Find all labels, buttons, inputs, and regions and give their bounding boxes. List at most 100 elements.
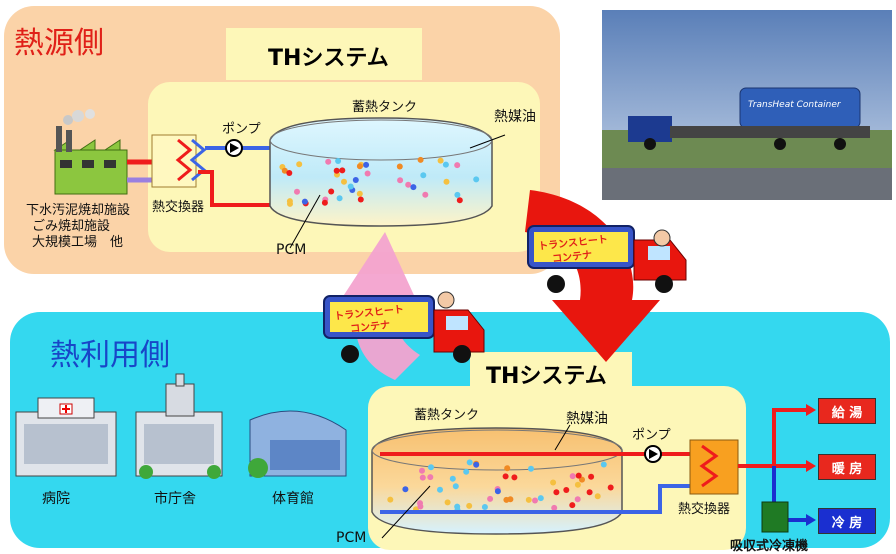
pcm-particle xyxy=(487,495,494,502)
pcm-particle xyxy=(357,196,364,203)
pcm-particle xyxy=(325,158,332,165)
pcm-particle xyxy=(341,178,347,185)
pcm-particle xyxy=(607,484,614,491)
building-label-hospital: 病院 xyxy=(42,491,70,507)
pcm-particle xyxy=(427,474,434,481)
pcm-particle xyxy=(594,493,601,500)
pcm-particle xyxy=(494,488,501,495)
source-pcm-label: PCM xyxy=(276,242,307,258)
user-system-title: THシステム xyxy=(486,364,607,389)
output-hot-water-label: 給 湯 xyxy=(831,405,863,421)
pcm-particle xyxy=(428,464,434,471)
pcm-particle xyxy=(281,167,288,174)
output-hot-water: 給 湯 xyxy=(818,398,876,424)
pcm-particle xyxy=(321,199,328,206)
pcm-particle xyxy=(402,486,409,493)
pcm-particle xyxy=(473,176,480,183)
user-heading: 熱利用側 xyxy=(50,338,170,373)
output-cooling: 冷 房 xyxy=(818,508,876,534)
source-hx-label: 熱交換器 xyxy=(152,200,205,215)
output-heating: 暖 房 xyxy=(818,454,876,480)
pcm-particle xyxy=(294,188,300,195)
pcm-particle xyxy=(443,178,450,185)
pcm-particle xyxy=(419,467,425,474)
user-tank-label: 蓄熱タンク xyxy=(414,408,480,423)
pcm-particle xyxy=(537,495,544,502)
pcm-particle xyxy=(419,474,426,481)
source-system-title-box xyxy=(226,28,422,80)
pcm-particle xyxy=(586,489,593,496)
building-label-city-hall: 市庁舎 xyxy=(154,491,196,507)
pcm-particle xyxy=(463,468,470,475)
pcm-particle xyxy=(449,475,456,482)
pcm-particle xyxy=(387,496,394,503)
pcm-particle xyxy=(296,161,303,168)
pcm-particle xyxy=(405,181,412,188)
pcm-particle xyxy=(410,184,417,191)
truck-photo xyxy=(602,10,892,200)
user-pcm-particles xyxy=(387,459,614,513)
pcm-particle xyxy=(569,473,576,480)
pcm-particle xyxy=(507,496,514,503)
pcm-particle xyxy=(456,197,463,204)
output-cooling-label: 冷 房 xyxy=(831,515,863,531)
user-pcm-label: PCM xyxy=(336,530,367,546)
pcm-particle xyxy=(502,473,509,480)
user-hx-icon xyxy=(689,439,739,495)
pcm-particle xyxy=(550,479,557,486)
pcm-particle xyxy=(347,183,354,190)
facility-line-1: 下水汚泥焼却施設 xyxy=(26,203,131,218)
photo-container-text: TransHeat Container xyxy=(748,100,841,110)
pcm-particle xyxy=(466,502,473,509)
pcm-particle xyxy=(420,172,427,179)
pcm-particle xyxy=(286,170,293,176)
source-oil-label: 熱媒油 xyxy=(494,109,536,125)
pcm-particle xyxy=(356,190,363,197)
chiller-icon xyxy=(761,501,789,533)
pcm-particle xyxy=(442,161,449,168)
pcm-particle xyxy=(339,167,346,174)
pcm-particle xyxy=(397,177,404,184)
source-heading: 熱源側 xyxy=(14,26,104,61)
pcm-particle xyxy=(511,474,518,481)
pcm-particle xyxy=(286,198,293,205)
pcm-particle xyxy=(333,167,340,174)
pcm-particle xyxy=(417,503,424,510)
pcm-particle xyxy=(466,459,473,466)
pcm-particle xyxy=(417,156,424,163)
pcm-particle xyxy=(396,163,403,170)
pcm-particle xyxy=(563,487,570,493)
pcm-particle xyxy=(437,486,443,493)
pcm-particle xyxy=(335,158,342,164)
pcm-particle xyxy=(532,497,538,504)
hospital-icon xyxy=(15,397,117,477)
pcm-particle xyxy=(473,461,480,468)
building-label-gym: 体育館 xyxy=(272,491,314,507)
pcm-particle xyxy=(364,170,371,177)
facility-line-2: ごみ焼却施設 xyxy=(32,219,111,234)
pcm-particle xyxy=(422,191,429,198)
pcm-particle xyxy=(452,483,459,490)
user-hx-label: 熱交換器 xyxy=(678,502,731,517)
pcm-particle xyxy=(553,489,560,496)
pcm-particle xyxy=(504,465,511,472)
pcm-particle xyxy=(454,191,461,198)
pcm-particle xyxy=(569,502,576,509)
user-oil-label: 熱媒油 xyxy=(566,411,608,427)
pcm-particle xyxy=(588,473,595,480)
facility-line-3: 大規模工場 他 xyxy=(32,235,124,250)
chiller-label: 吸収式冷凍機 xyxy=(730,539,809,554)
city-hall-icon xyxy=(135,373,223,479)
pcm-particle xyxy=(444,499,451,506)
pcm-particle xyxy=(301,198,308,205)
pcm-particle xyxy=(551,504,558,511)
pcm-particle xyxy=(528,465,534,472)
factory-icon xyxy=(53,109,128,195)
truck-icon-lower xyxy=(323,291,485,363)
pcm-particle xyxy=(437,157,444,164)
pcm-particle xyxy=(356,163,363,170)
pcm-particle xyxy=(575,472,582,479)
pcm-particle xyxy=(574,481,581,488)
source-system-title: THシステム xyxy=(268,46,389,71)
